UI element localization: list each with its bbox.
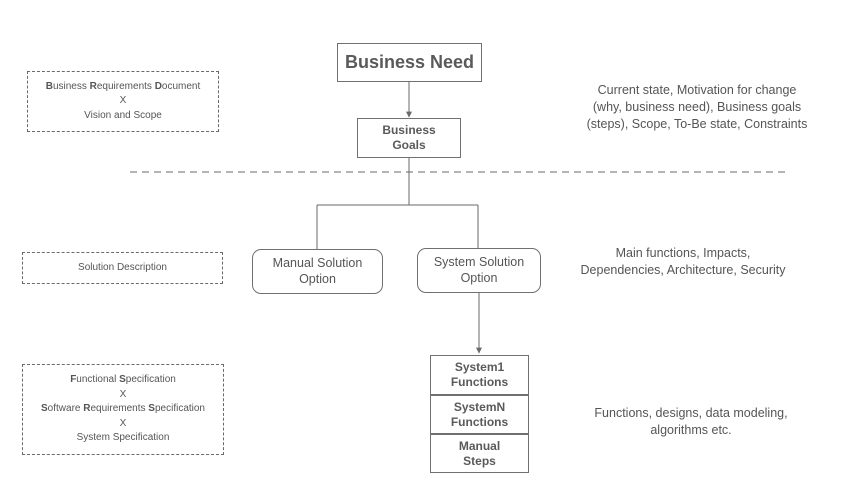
srs-word-pecification: pecification xyxy=(154,403,205,415)
business-goals-label-line2: Goals xyxy=(392,138,426,152)
system1-functions-node: System1 Functions xyxy=(430,355,529,395)
system-option-label-line2: Option xyxy=(460,270,498,285)
srs-word-equirements: equirements xyxy=(90,403,149,415)
manual-steps-line1: Manual xyxy=(458,438,501,453)
manual-solution-option-node: Manual Solution Option xyxy=(252,249,383,294)
business-note-line1: Current state, Motivation for change xyxy=(597,83,797,97)
fs-word-unctional: unctional xyxy=(76,374,120,386)
brd-word-ocument: ocument xyxy=(161,80,201,92)
manual-option-label-line1: Manual Solution xyxy=(272,255,363,270)
business-note-line3: (steps), Scope, To-Be state, Constraints xyxy=(586,116,808,131)
business-goals-label-line1: Business xyxy=(382,123,436,137)
systemn-functions-line1: SystemN xyxy=(453,399,506,414)
brd-word-usiness: usiness xyxy=(52,80,90,92)
brd-initial-d: D xyxy=(154,80,162,92)
brd-vision-scope: Vision and Scope xyxy=(84,109,162,121)
srs-word-oftware: oftware xyxy=(47,403,84,415)
brd-initial-b: B xyxy=(45,80,53,92)
brd-word-equirements: equirements xyxy=(96,80,155,92)
solution-description-label: Solution Description xyxy=(78,261,167,273)
manual-steps-line2: Steps xyxy=(463,453,496,468)
system-option-label-line1: System Solution xyxy=(433,254,525,269)
specifications-document-box: Functional Specification X Software Requ… xyxy=(22,364,224,455)
system1-functions-line2: Functions xyxy=(450,375,509,389)
fs-initial-f: F xyxy=(70,374,77,386)
business-need-label: Business Need xyxy=(344,52,475,73)
specs-separator-1: X xyxy=(119,388,127,400)
functions-note-line1: Functions, designs, data modeling, xyxy=(594,406,788,420)
brd-separator: X xyxy=(119,95,127,107)
brd-title-line: Business Requirements Document xyxy=(46,80,201,95)
srs-initial-s: S xyxy=(41,403,48,415)
solution-phase-note: Main functions, Impacts, Dependencies, A… xyxy=(563,245,803,279)
srs-initial-s2: S xyxy=(148,403,155,415)
specs-separator-2: X xyxy=(119,417,127,429)
business-note-line2: (why, business need), Business goals xyxy=(592,99,802,114)
srs-line: Software Requirements Specification xyxy=(41,402,205,417)
business-goals-node: Business Goals xyxy=(357,118,461,158)
solution-note-line1: Main functions, Impacts, xyxy=(615,246,751,260)
functions-note-line2: algorithms etc. xyxy=(650,422,732,437)
manual-steps-node: Manual Steps xyxy=(430,434,529,473)
system-spec-line: System Specification xyxy=(76,432,170,444)
brd-document-box: Business Requirements Document X Vision … xyxy=(27,71,219,132)
fs-word-pecification: pecification xyxy=(125,374,176,386)
systemn-functions-line2: Functions xyxy=(450,414,509,429)
functions-phase-note: Functions, designs, data modeling, algor… xyxy=(580,405,802,439)
solution-description-box: Solution Description xyxy=(22,252,223,284)
srs-initial-r: R xyxy=(83,403,91,415)
systemn-functions-node: SystemN Functions xyxy=(430,395,529,434)
manual-option-label-line2: Option xyxy=(299,271,336,286)
business-need-node: Business Need xyxy=(337,43,482,82)
business-phase-note: Current state, Motivation for change (wh… xyxy=(572,82,822,133)
brd-initial-r: R xyxy=(89,80,97,92)
functional-spec-line: Functional Specification xyxy=(70,373,176,388)
system1-functions-line1: System1 xyxy=(454,360,505,374)
solution-note-line2: Dependencies, Architecture, Security xyxy=(580,262,786,277)
fs-initial-s: S xyxy=(119,374,126,386)
system-solution-option-node: System Solution Option xyxy=(417,248,541,293)
